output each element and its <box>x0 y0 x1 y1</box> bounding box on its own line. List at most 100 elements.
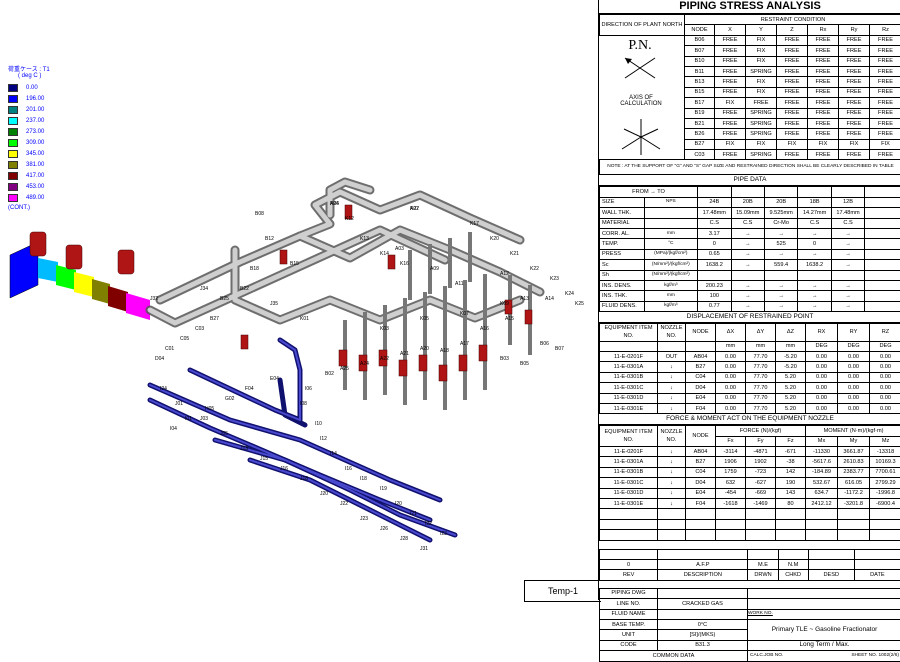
restraint-cell: FREE <box>715 129 746 139</box>
restraint-cell: FREE <box>839 77 870 87</box>
pipe-param-label: CORR. AL. <box>600 229 645 239</box>
pipe-value: → <box>731 249 764 259</box>
node-label: B27 <box>210 316 219 322</box>
disp-unit-cell: DEG <box>838 341 870 351</box>
restraint-cell: FREE <box>870 77 900 87</box>
disp-cell: 77.70 <box>746 393 776 403</box>
pipe-param-unit: (MPa)/(kgf/cm²) <box>644 249 698 259</box>
pipe-value: → <box>764 301 797 311</box>
disp-cell: ↓ <box>658 403 686 413</box>
restraint-cell: SPRING <box>746 108 777 118</box>
sheet-no: SHEET NO. 1002(2/6) <box>825 652 900 660</box>
force-cell: ↓ <box>658 447 686 457</box>
node-label: A24 <box>360 361 369 367</box>
force-cell: -11330 <box>806 447 838 457</box>
force-cell: 11-E-0201F <box>600 447 658 457</box>
pipe-param-unit: (N/mm²)/(kgf/cm²) <box>644 270 698 280</box>
direction-north-label: DIRECTION OF PLANT NORTH <box>600 15 685 36</box>
pipe-param-unit <box>644 208 698 218</box>
restraint-cell: FREE <box>870 129 900 139</box>
node-label: K13 <box>360 236 369 242</box>
force-cell: ↓ <box>658 457 686 467</box>
node-label: J35 <box>270 301 278 307</box>
restraint-cell: FREE <box>839 98 870 108</box>
pipe-value: → <box>831 239 864 249</box>
force-cell: 2799.29 <box>870 478 900 488</box>
node-label: A09 <box>430 266 439 272</box>
pipe-param-unit: (N/mm²)/(kgf/cm²) <box>644 260 698 270</box>
node-label: J13 <box>240 446 248 452</box>
force-cell: 2610.83 <box>838 457 870 467</box>
node-label: A15 <box>505 316 514 322</box>
force-sub-cell: Fy <box>746 436 776 446</box>
restraint-cell: FREE <box>870 35 900 45</box>
disp-unit-cell: mm <box>776 341 806 351</box>
pipe-value: C.S <box>798 218 831 228</box>
restraint-cell: B26 <box>685 129 715 139</box>
node-label: A12 <box>500 271 509 277</box>
calc-job-no: CALC.JOB NO. <box>748 652 825 660</box>
restraint-cell: B06 <box>685 35 715 45</box>
node-label: J20 <box>320 491 328 497</box>
disp-cell: 0.00 <box>716 362 746 372</box>
fluid-name-label: FLUID NAME <box>600 609 658 619</box>
node-label: I14 <box>330 451 337 457</box>
pipe-value: 14.27mm <box>798 208 831 218</box>
node-label: B06 <box>540 341 549 347</box>
rev-num: 0 <box>600 559 658 569</box>
disp-title: DISPLACEMENT OF RESTRAINED POINT <box>599 312 900 323</box>
restraint-cell: FREE <box>808 35 839 45</box>
force-sub-cell: Mz <box>870 436 900 446</box>
restraint-cell: FREE <box>870 118 900 128</box>
node-label: K05 <box>420 316 429 322</box>
force-title: FORCE & MOMENT ACT ON THE EQUIPMENT NOZZ… <box>599 414 900 425</box>
disp-header-cell: ΔX <box>716 324 746 341</box>
node-label: A25 <box>340 366 349 372</box>
disp-cell: 0.00 <box>870 393 900 403</box>
node-label: I22 <box>425 521 432 527</box>
force-cell: E04 <box>686 488 716 498</box>
pipe-value: → <box>731 280 764 290</box>
disp-cell: 0.00 <box>806 393 838 403</box>
node-label: K03 <box>380 326 389 332</box>
pipe-value: 24B <box>698 197 731 207</box>
restraint-cell: FREE <box>870 108 900 118</box>
restraint-cell: SPRING <box>746 66 777 76</box>
node-label: H05 <box>205 406 214 412</box>
restraint-cell: FREE <box>839 108 870 118</box>
disp-cell: 5.20 <box>776 383 806 393</box>
restraint-header-cell: NODE <box>685 25 715 35</box>
pipe-from-to: FROM → TO <box>600 187 698 197</box>
disp-header-cell: RZ <box>870 324 900 341</box>
restraint-cell: FREE <box>777 66 808 76</box>
node-label: I12 <box>320 436 327 442</box>
pipe-param-label: MATERIAL <box>600 218 645 228</box>
pipe-value: → <box>831 291 864 301</box>
restraint-cell: FREE <box>808 46 839 56</box>
node-label: A20 <box>420 346 429 352</box>
pipe-param-unit: kgf/m³ <box>644 301 698 311</box>
restraint-cell: FREE <box>777 35 808 45</box>
node-label: B12 <box>265 236 274 242</box>
force-h-force: FORCE (N)/(kgf) <box>716 426 806 436</box>
pipe-param-label: TEMP. <box>600 239 645 249</box>
restraint-cell: B27 <box>685 139 715 149</box>
force-cell: -1469 <box>746 499 776 509</box>
restraint-cell: B07 <box>685 46 715 56</box>
pipe-value: 1638.2 <box>798 260 831 270</box>
restraint-cell: FREE <box>777 87 808 97</box>
node-label: J05 <box>220 431 228 437</box>
node-label: C03 <box>195 326 204 332</box>
disp-unit-cell: DEG <box>806 341 838 351</box>
pipe-value: 559.4 <box>764 260 797 270</box>
pipe-value: → <box>731 291 764 301</box>
